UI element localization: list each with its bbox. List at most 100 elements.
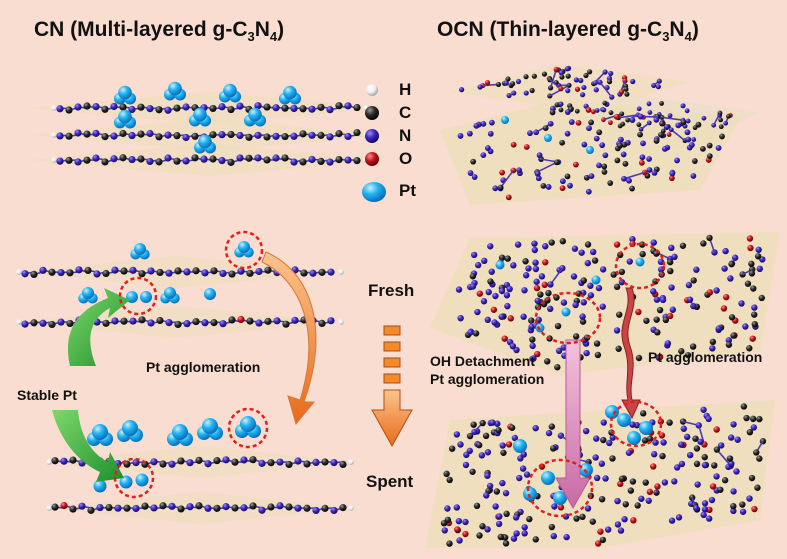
nitrogen-atom (462, 518, 469, 526)
carbon-atom (666, 419, 673, 426)
carbon-atom (753, 449, 760, 456)
oxygen-atom (749, 335, 756, 342)
carbon-atom (594, 351, 602, 359)
nitrogen-atom (182, 103, 190, 111)
nitrogen-atom (237, 267, 245, 275)
carbon-atom (120, 267, 128, 275)
nitrogen-atom (453, 504, 461, 511)
carbon-atom (173, 132, 181, 140)
nitrogen-atom (629, 236, 636, 243)
carbon-atom (607, 180, 614, 186)
nitrogen-atom (128, 105, 136, 114)
carbon-atom (554, 364, 561, 371)
nitrogen-atom (715, 145, 722, 151)
nitrogen-atom (580, 299, 587, 306)
carbon-atom (231, 458, 239, 466)
nitrogen-atom (492, 185, 499, 192)
carbon-atom (120, 317, 128, 325)
carbon-atom (622, 160, 629, 167)
highlight-circle (224, 230, 264, 270)
nitrogen-atom (550, 532, 558, 540)
nitrogen-atom (470, 251, 478, 259)
nitrogen-atom (110, 132, 118, 140)
carbon-atom (591, 257, 599, 264)
nitrogen-atom (74, 103, 82, 111)
carbon-atom (564, 173, 571, 180)
nitrogen-atom (456, 537, 463, 544)
carbon-atom (493, 488, 501, 495)
nitrogen-atom (683, 433, 691, 441)
pt-highlight-circles (113, 230, 666, 518)
pt-atom (119, 475, 133, 489)
nitrogen-atom (504, 302, 511, 310)
nitrogen-atom (547, 120, 554, 127)
carbon-atom (580, 277, 587, 284)
oxygen-atom (646, 488, 654, 496)
nitrogen-atom (326, 106, 334, 114)
nitrogen-atom (730, 488, 737, 495)
nitrogen-atom (652, 439, 659, 446)
carbon-atom (138, 316, 146, 324)
nitrogen-atom (693, 505, 700, 512)
pt-cluster-atom (172, 424, 188, 440)
nitrogen-atom (629, 421, 636, 428)
nitrogen-atom (567, 182, 573, 189)
nitrogen-atom (738, 300, 745, 307)
nitrogen-atom (578, 77, 584, 84)
carbon-atom (500, 449, 507, 456)
carbon-atom (137, 130, 145, 138)
nitrogen-atom (593, 435, 600, 442)
pt-cluster-atom (639, 421, 653, 435)
carbon-atom (548, 423, 556, 430)
carbon-atom (155, 133, 163, 141)
carbon-atom (155, 106, 163, 114)
carbon-atom (66, 269, 74, 277)
carbon-atom (469, 273, 477, 280)
hydrogen-atom (348, 459, 354, 465)
nitrogen-atom (593, 87, 599, 93)
carbon-atom (523, 74, 529, 80)
carbon-atom (83, 156, 91, 164)
nitrogen-atom (684, 129, 691, 136)
nitrogen-atom (183, 268, 191, 276)
pt-cluster-atom (168, 81, 182, 96)
carbon-atom (502, 540, 510, 547)
hydrogen-atom (46, 505, 52, 511)
nitrogen-atom (680, 425, 688, 432)
nitrogen-atom (688, 142, 695, 148)
carbon-atom (508, 424, 516, 431)
nitrogen-atom (713, 473, 720, 480)
nitrogen-atom (182, 157, 190, 165)
nitrogen-atom (630, 78, 636, 85)
carbon-atom (495, 81, 502, 88)
green-arrow-lower (52, 410, 124, 482)
nitrogen-atom (560, 344, 567, 351)
nitrogen-atom (533, 278, 540, 285)
nitrogen-atom (463, 451, 470, 459)
nitrogen-atom (727, 275, 734, 282)
carbon-atom (619, 111, 625, 117)
carbon-atom (510, 81, 516, 87)
carbon-atom (656, 306, 664, 314)
nitrogen-atom (563, 533, 570, 541)
carbon-atom (469, 468, 476, 475)
atom-bond (599, 81, 613, 98)
nitrogen-atom (201, 319, 209, 327)
nitrogen-atom (708, 496, 716, 504)
nitrogen-atom (558, 101, 564, 107)
nitrogen-atom (650, 239, 657, 246)
carbon-atom (558, 107, 564, 113)
nitrogen-atom (186, 459, 194, 467)
carbon-atom (758, 294, 765, 302)
nitrogen-atom (621, 175, 627, 182)
nitrogen-atom (344, 102, 352, 110)
atom-bond (670, 129, 686, 142)
carbon-atom (119, 129, 127, 138)
nitrogen-atom (572, 301, 579, 309)
carbon-atom (209, 131, 217, 139)
carbon-atom (66, 319, 74, 328)
nitrogen-atom (255, 319, 263, 327)
nitrogen-atom (147, 319, 155, 327)
nitrogen-atom (639, 154, 646, 161)
nitrogen-atom (755, 246, 762, 253)
